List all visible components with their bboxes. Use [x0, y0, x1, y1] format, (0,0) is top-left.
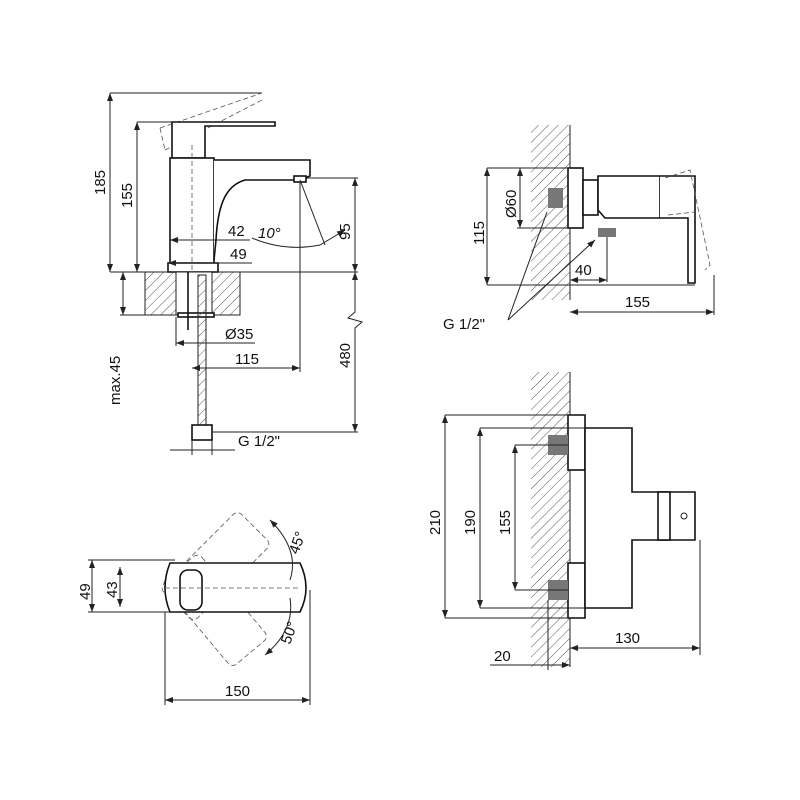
mixer-body: [584, 427, 696, 609]
shower-mixer-side-view: 115 Ø60 40 155 G 1/2": [443, 125, 715, 333]
label-185: 185: [92, 170, 109, 195]
fixing-nut: [177, 312, 215, 318]
label-49: 49: [230, 246, 247, 263]
label-thread: G 1/2": [443, 316, 485, 333]
thread-outlet: [598, 228, 616, 237]
label-20: 20: [494, 648, 511, 665]
shower-mixer-front-view: 210 190 155 20 130: [427, 372, 701, 670]
label-115: 115: [235, 351, 259, 368]
connector-nut: [582, 179, 599, 216]
label-150: 150: [225, 683, 250, 700]
thread-leader: [507, 211, 595, 321]
flex-hose: [197, 274, 207, 426]
flange: [567, 167, 584, 229]
label-210: 210: [427, 510, 444, 535]
thread-inlet: [548, 188, 563, 208]
mixer-body: [597, 175, 661, 219]
label-480: 480: [337, 343, 354, 368]
lever-open-position: [664, 169, 711, 271]
upper-flange: [567, 414, 586, 471]
label-130: 130: [615, 630, 640, 647]
label-42: 42: [228, 223, 245, 240]
base-plate: [167, 262, 219, 273]
cartridge-screw: [680, 512, 688, 520]
label-155: 155: [497, 510, 514, 535]
label-115: 115: [471, 221, 488, 245]
label-diameter-60: Ø60: [503, 190, 520, 218]
label-angle-10: 10°: [258, 225, 281, 242]
label-angle-45: 45°: [286, 529, 310, 556]
wall-section: [531, 125, 570, 300]
angle-arc-10: [251, 229, 346, 248]
label-190: 190: [462, 510, 479, 535]
label-155: 155: [119, 183, 136, 208]
label-thread: G 1/2": [238, 433, 280, 450]
cartridge-ring: [657, 491, 671, 541]
label-max45: max.45: [107, 356, 124, 405]
label-40: 40: [575, 262, 592, 279]
basin-mixer-top-view: 49 43 45° 50° 150: [77, 512, 311, 705]
dim-line-480: [346, 272, 364, 432]
angle-arc-45: [269, 519, 293, 581]
label-155: 155: [625, 294, 650, 311]
label-angle-50: 50°: [278, 619, 302, 646]
wall-section: [531, 372, 570, 667]
lever: [660, 175, 696, 284]
lower-flange: [567, 562, 586, 619]
label-95: 95: [337, 223, 354, 240]
mounting-hole: [175, 271, 213, 316]
spout: [213, 159, 311, 261]
label-43: 43: [104, 581, 121, 598]
label-diameter-35: Ø35: [225, 326, 253, 343]
lever-handle: [171, 121, 276, 159]
angle-line: [299, 179, 326, 246]
label-49: 49: [77, 583, 94, 600]
angle-arc-50: [264, 597, 292, 656]
basin-mixer-side-view: 185 155 95 42 10° 49 Ø35 115 max.45 480 …: [92, 92, 364, 455]
body-top: [179, 569, 203, 611]
hose-nut: [191, 424, 213, 441]
